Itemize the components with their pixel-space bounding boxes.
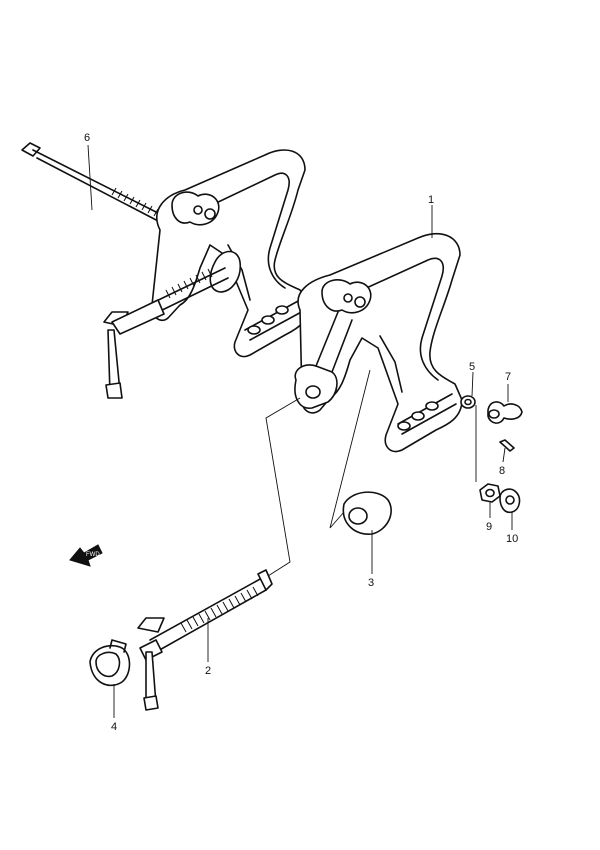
part-4-bushing	[89, 639, 131, 687]
callout-5: 5	[469, 361, 475, 373]
callout-4: 4	[111, 721, 117, 733]
part-3-clamp-pad	[342, 491, 392, 535]
callout-7: 7	[505, 371, 511, 383]
part-8-pin	[499, 439, 515, 452]
part-9-nut	[479, 483, 501, 503]
callout-8: 8	[499, 465, 505, 477]
callout-1: 1	[428, 194, 434, 206]
callout-2: 2	[205, 665, 211, 677]
part-10-cap-nut	[499, 488, 521, 514]
left-clamp-bracket	[103, 149, 311, 399]
callout-9: 9	[486, 521, 492, 533]
part-6-clamp-screw	[21, 142, 161, 223]
part-5-washer	[460, 395, 476, 409]
part-7-wing-nut	[487, 401, 523, 424]
callout-leaders	[87, 144, 513, 718]
callout-10: 10	[506, 533, 518, 545]
callout-6: 6	[84, 132, 90, 144]
part-1-clamp-bracket	[294, 232, 463, 453]
forward-arrow-icon: FWD	[69, 544, 103, 567]
fwd-label: FWD	[86, 552, 100, 558]
part-2-clamp-screw	[137, 569, 273, 711]
callout-3: 3	[368, 577, 374, 589]
assembly-lines	[265, 369, 371, 577]
